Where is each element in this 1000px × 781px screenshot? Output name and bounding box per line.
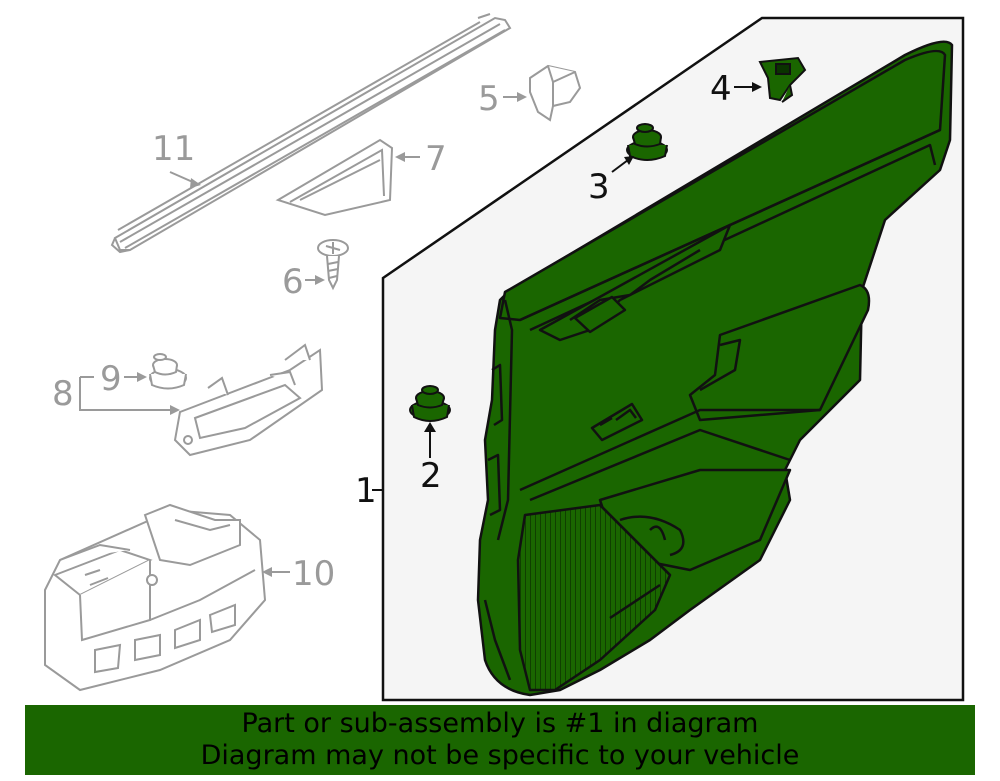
clip-9	[149, 353, 187, 390]
clip-3[interactable]	[626, 123, 668, 161]
bracket-5	[529, 64, 582, 122]
screw-6	[317, 239, 349, 291]
info-banner: Part or sub-assembly is #1 in diagram Di…	[25, 705, 975, 775]
window-switch-10	[44, 503, 267, 692]
weatherstrip-11	[110, 13, 512, 254]
callout-1: 1	[355, 471, 377, 511]
banner-line-2: Diagram may not be specific to your vehi…	[200, 740, 800, 771]
banner-line-1: Part or sub-assembly is #1 in diagram	[241, 708, 759, 739]
trim-strip-7	[275, 138, 394, 217]
door-trim-panel[interactable]	[476, 40, 954, 697]
retainer-4[interactable]	[758, 56, 807, 103]
callout-10: 10	[292, 554, 335, 594]
callout-2: 2	[420, 456, 442, 496]
callout-8: 8	[52, 374, 74, 414]
callout-6: 6	[282, 262, 304, 302]
leader-8	[79, 376, 172, 411]
callout-11: 11	[152, 129, 195, 169]
arrow-3	[611, 159, 629, 173]
callout-3: 3	[588, 167, 610, 207]
callout-5: 5	[478, 79, 500, 119]
inner-handle-8	[173, 343, 324, 457]
callout-9: 9	[100, 359, 122, 399]
clip-2[interactable]	[409, 385, 451, 422]
callout-4: 4	[710, 69, 732, 109]
callout-7: 7	[425, 139, 447, 179]
